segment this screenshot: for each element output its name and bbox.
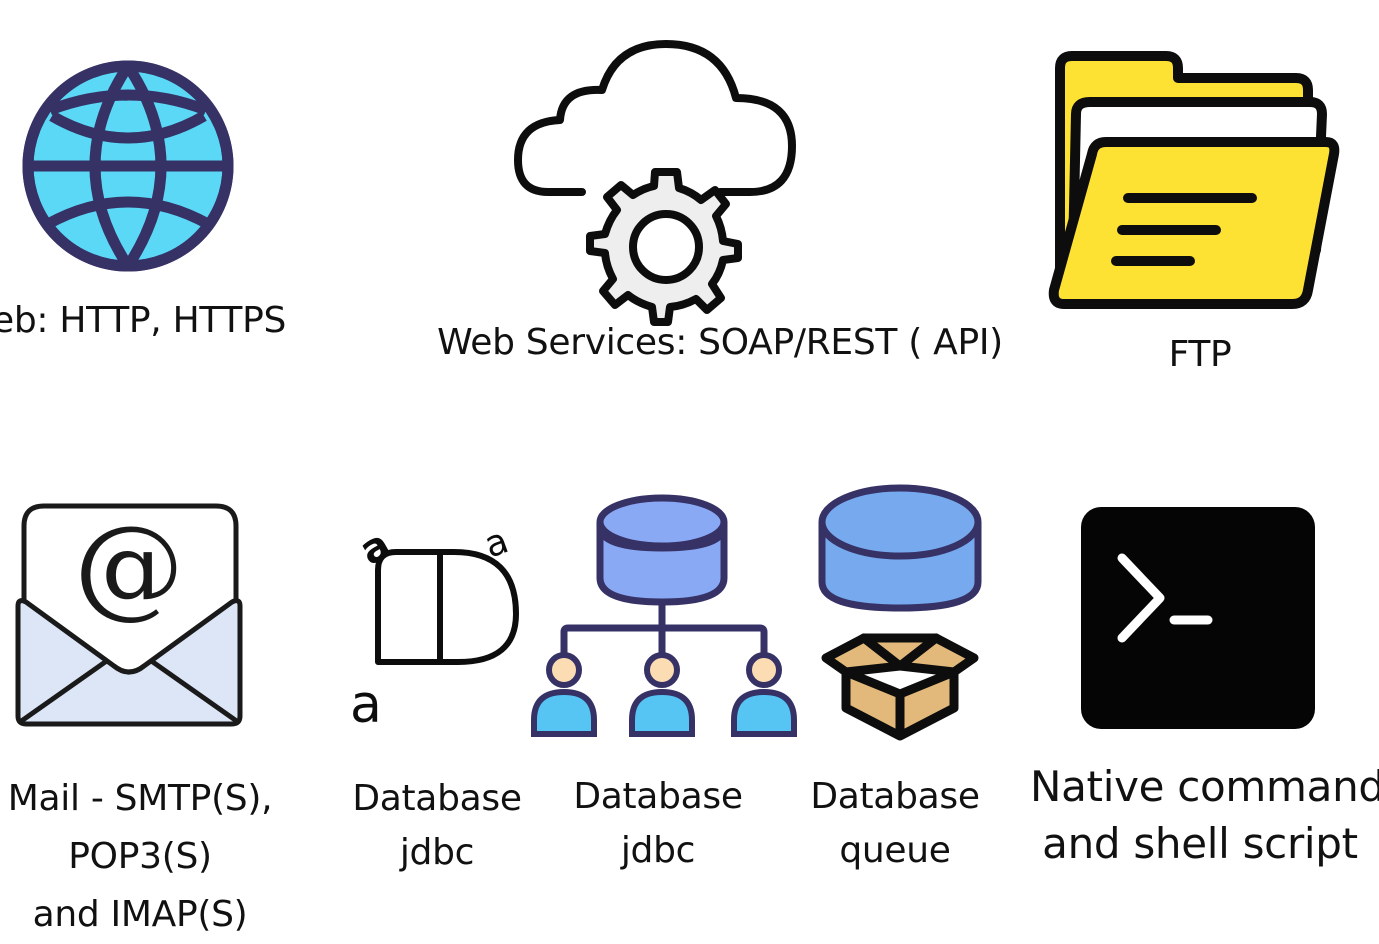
terminal-icon bbox=[1081, 507, 1315, 729]
database-jdbc-1-label: Database jdbc bbox=[352, 778, 522, 873]
ftp-label: FTP bbox=[1168, 334, 1232, 375]
folder-icon bbox=[1048, 51, 1340, 309]
web-label: eb: HTTP, HTTPS bbox=[0, 300, 287, 341]
globe-icon bbox=[22, 60, 234, 272]
database-box-icon bbox=[818, 484, 982, 741]
mail-label: Mail - SMTP(S), POP3(S) and IMAP(S) bbox=[7, 778, 273, 935]
jdbc-glyph-icon: a a a bbox=[350, 520, 519, 735]
svg-text:a: a bbox=[350, 675, 382, 735]
database-queue-label: Database queue bbox=[810, 776, 980, 871]
database-network-icon bbox=[531, 494, 797, 737]
native-command-label: Native command and shell script bbox=[1030, 762, 1379, 868]
database-jdbc-2-label: Database jdbc bbox=[573, 776, 743, 871]
at-sign-icon: @ bbox=[74, 502, 184, 630]
svg-text:a: a bbox=[352, 521, 398, 574]
web-services-label: Web Services: SOAP/REST ( API) bbox=[437, 322, 1003, 363]
email-envelope-icon: @ bbox=[15, 502, 243, 727]
cloud-gear-icon bbox=[514, 40, 796, 326]
